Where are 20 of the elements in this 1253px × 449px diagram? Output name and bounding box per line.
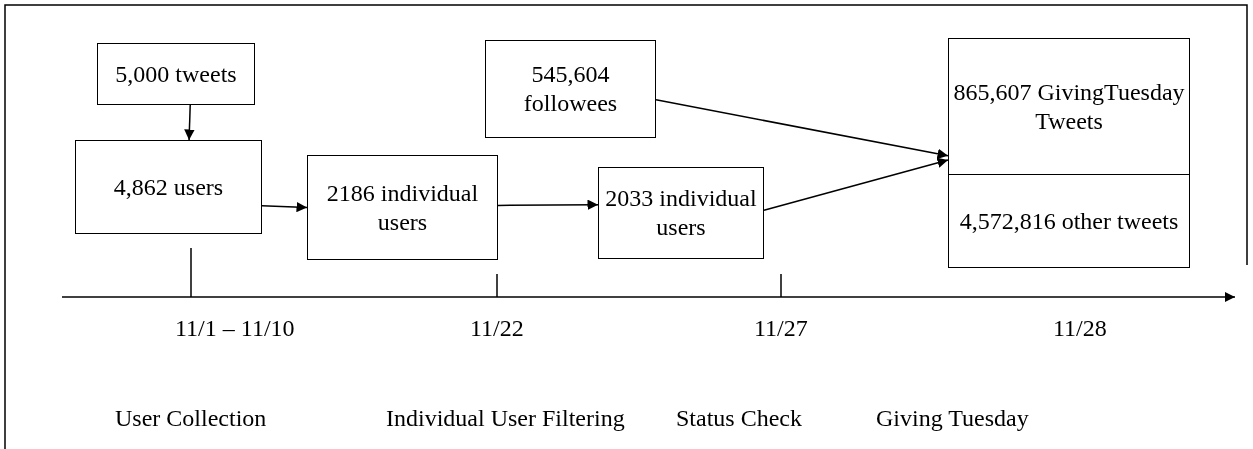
process-box: 5,000 tweets bbox=[97, 43, 255, 105]
date-label: 11/1 – 11/10 bbox=[175, 315, 295, 342]
process-box: 2186 individual users bbox=[307, 155, 498, 260]
arrow bbox=[763, 157, 949, 211]
arrow bbox=[497, 199, 599, 211]
date-label: 11/22 bbox=[470, 315, 524, 342]
phase-label: Giving Tuesday bbox=[876, 405, 1029, 432]
phase-label: User Collection bbox=[115, 405, 267, 432]
date-label: 11/28 bbox=[1053, 315, 1107, 342]
process-box: 2033 individual users bbox=[598, 167, 764, 259]
arrow bbox=[655, 99, 949, 159]
phase-label: Individual User Filtering bbox=[386, 405, 625, 432]
arrow bbox=[261, 201, 308, 213]
date-label: 11/27 bbox=[754, 315, 808, 342]
process-box: 4,862 users bbox=[75, 140, 262, 234]
process-box: 545,604 followees bbox=[485, 40, 656, 138]
process-box: 4,572,816 other tweets bbox=[948, 174, 1190, 268]
arrow bbox=[184, 104, 195, 141]
phase-label: Status Check bbox=[676, 405, 802, 432]
process-box: 865,607 GivingTuesday Tweets bbox=[948, 38, 1190, 175]
